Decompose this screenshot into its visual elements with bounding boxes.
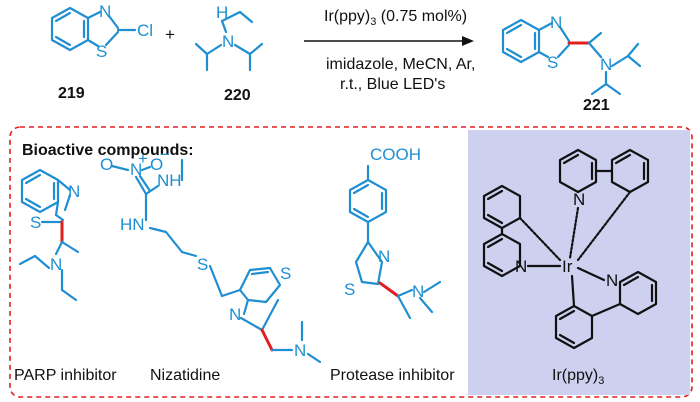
reactant-220: H N [194, 3, 264, 72]
atom-S: S [30, 213, 41, 232]
conditions-line-1: imidazole, MeCN, Ar, [326, 56, 475, 73]
arrow-head [462, 36, 474, 46]
atom-N: N [229, 305, 241, 324]
carboxyl-label: COOH [370, 145, 421, 164]
atom-S: S [280, 264, 291, 283]
catalyst-label: Ir(ppy)3 (0.75 mol%) [324, 8, 467, 28]
parp-inhibitor-structure: N S N [18, 168, 80, 302]
ir-ppy3-structure: Ir N N N [482, 148, 658, 350]
atom-O: O [150, 155, 163, 174]
nitro-plus: + [138, 149, 148, 168]
atom-HN: HN [120, 215, 145, 234]
nitro-minus: − [160, 145, 170, 164]
atom-N: N [573, 190, 585, 209]
atom-H: H [216, 3, 228, 22]
atom-N: N [550, 13, 562, 32]
caption-nizatidine: Nizatidine [150, 367, 220, 384]
chloro-label: Cl [137, 21, 153, 40]
atom-NH: NH [157, 171, 182, 190]
atom-N: N [606, 271, 618, 290]
atom-N: N [99, 2, 111, 21]
conditions-line-2: r.t., Blue LED's [340, 76, 445, 93]
atom-Ir: Ir [562, 257, 573, 276]
ir-complex-panel [468, 130, 690, 395]
atom-N: N [412, 282, 424, 301]
atom-O: O [100, 155, 113, 174]
atom-N: N [130, 160, 142, 179]
box-heading: Bioactive compounds: [22, 142, 194, 159]
atom-S: S [96, 42, 107, 61]
plus-sign: + [165, 25, 175, 44]
compound-number-220: 220 [224, 87, 251, 104]
atom-N: N [222, 32, 234, 51]
protease-inhibitor-structure: COOH N S N [344, 145, 442, 320]
atom-N: N [600, 55, 612, 74]
product-221: N S N [501, 13, 642, 96]
compound-number-221: 221 [583, 97, 610, 114]
atom-N: N [378, 247, 390, 266]
atom-S: S [344, 280, 355, 299]
atom-N: N [294, 341, 306, 360]
compound-number-219: 219 [58, 85, 85, 102]
atom-S: S [197, 255, 208, 274]
caption-ir-complex: Ir(ppy)3 [552, 367, 604, 387]
atom-S: S [547, 53, 558, 72]
atom-N: N [50, 255, 62, 274]
caption-parp-inhibitor: PARP inhibitor [14, 367, 117, 384]
reactant-219: N S Cl [50, 2, 153, 61]
atom-N: N [68, 182, 80, 201]
nizatidine-structure: O N + O − NH HN S N S N [100, 145, 322, 364]
caption-protease-inhibitor: Protease inhibitor [330, 367, 455, 384]
atom-N: N [515, 257, 527, 276]
bioactive-box [9, 126, 693, 398]
